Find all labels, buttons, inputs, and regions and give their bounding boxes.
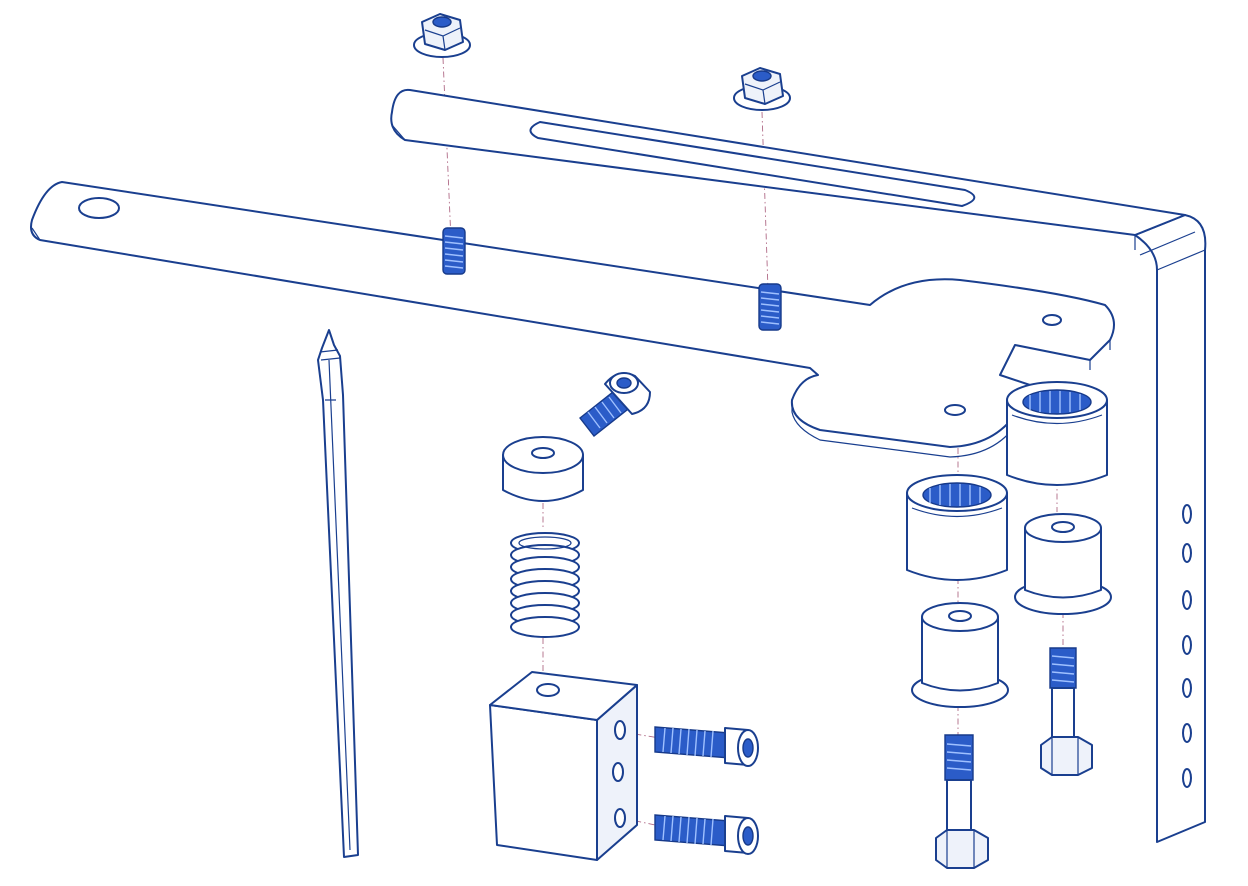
threaded-stud-left — [442, 227, 466, 275]
socket-head-screw-angled — [579, 372, 651, 437]
l-bracket — [1134, 214, 1207, 843]
block-side-hole-1 — [614, 720, 626, 740]
arm-hole-large — [78, 197, 120, 219]
block-top-hole — [536, 683, 560, 697]
arm-hole-small — [1042, 314, 1062, 326]
shoulder-bolt-left — [935, 734, 989, 869]
threaded-stud-right — [758, 283, 782, 331]
block-side-hole-3 — [614, 808, 626, 828]
flange-nut-right — [733, 67, 791, 111]
pin — [317, 329, 359, 858]
bracket-hole-row — [1182, 504, 1192, 788]
mounting-block — [489, 671, 638, 861]
socket-head-screw-upper — [654, 726, 759, 767]
block-side-hole-2 — [612, 762, 624, 782]
flange-nut-left — [413, 13, 471, 58]
needle-bearing-bottom — [906, 474, 1008, 581]
long-arm — [30, 181, 1115, 458]
socket-head-screw-lower — [654, 814, 759, 855]
needle-bearing-top — [1006, 381, 1108, 486]
flanged-bushing-left — [911, 602, 1009, 708]
compression-spring — [510, 532, 580, 638]
shoulder-bolt-right — [1040, 647, 1093, 776]
flanged-bushing-right — [1014, 513, 1112, 615]
arm-hole-small-2 — [944, 404, 966, 416]
spacer — [502, 436, 584, 502]
slotted-arm — [390, 88, 1186, 250]
